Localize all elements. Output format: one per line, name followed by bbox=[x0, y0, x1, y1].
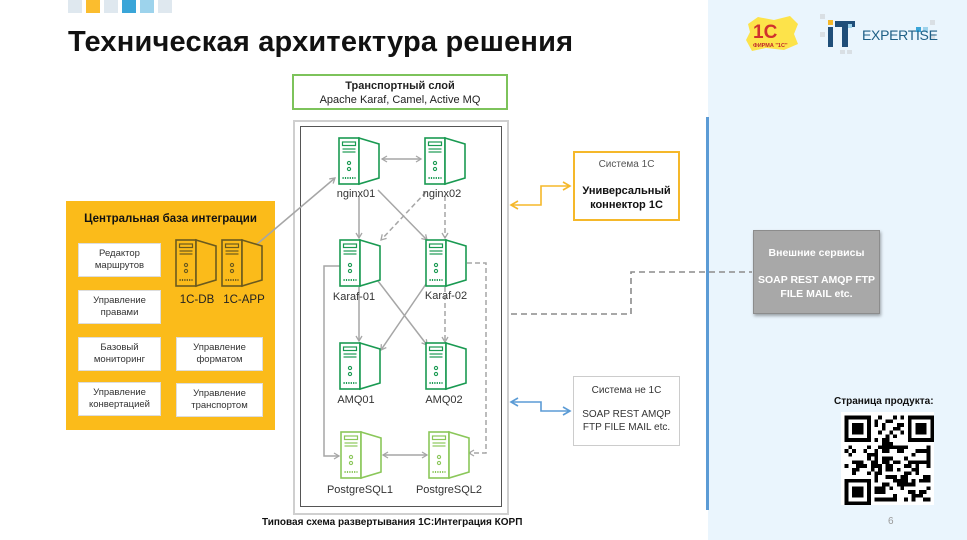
server-icon-amq01 bbox=[339, 341, 381, 391]
server-label-karaf01: Karaf-01 bbox=[332, 291, 376, 303]
link-karaf02-amq01 bbox=[380, 283, 427, 352]
server-label-1c-app: 1C-APP bbox=[223, 294, 265, 306]
link-cluster-system-non1c bbox=[509, 397, 572, 416]
link-1capp-nginx01 bbox=[255, 177, 336, 246]
external-services-protocols: SOAP REST AMQP FTP FILE MAIL etc. bbox=[757, 274, 876, 300]
decor-square bbox=[104, 0, 118, 13]
server-icon-karaf01 bbox=[339, 238, 381, 288]
it-expertise-logo bbox=[820, 14, 935, 54]
server-icon-1c-db bbox=[175, 238, 217, 288]
module-basic-monitoring: Базовый мониторинг bbox=[78, 337, 161, 371]
link-karaf02-postgresql2 bbox=[467, 262, 487, 457]
server-icon-nginx01 bbox=[338, 136, 380, 186]
module-rights-management: Управление правами bbox=[78, 290, 161, 324]
decor-squares bbox=[68, 0, 172, 13]
module-format-management: Управление форматом bbox=[176, 337, 263, 371]
server-icon-karaf02 bbox=[425, 238, 467, 288]
external-services-title: Внешние сервисы bbox=[768, 247, 865, 259]
server-label-nginx02: nginx02 bbox=[422, 188, 462, 200]
svg-text:1С: 1С bbox=[753, 22, 778, 43]
svg-text:ФИРМА "1С": ФИРМА "1С" bbox=[753, 43, 788, 49]
module-route-editor: Редактор маршрутов bbox=[78, 243, 161, 277]
server-icon-1c-app bbox=[221, 238, 263, 288]
system-non1c-protocols: SOAP REST AMQP FTP FILE MAIL etc. bbox=[582, 409, 671, 433]
server-icon-postgresql1 bbox=[340, 430, 382, 480]
decor-square bbox=[86, 0, 100, 13]
link-karaf01-amq02 bbox=[377, 280, 428, 347]
server-label-amq01: AMQ01 bbox=[337, 394, 375, 406]
server-label-amq02: AMQ02 bbox=[425, 394, 463, 406]
central-integration-base: Центральная база интеграции Редактор мар… bbox=[66, 201, 275, 430]
boundary-line bbox=[706, 117, 709, 510]
module-conversion-management: Управление конвертацией bbox=[78, 382, 161, 416]
cluster-inner-frame bbox=[300, 126, 502, 507]
system-non1c-box: Система не 1С SOAP REST AMQP FTP FILE MA… bbox=[573, 376, 680, 446]
system-1c-label: Система 1С bbox=[598, 159, 655, 170]
it-expertise-text: EXPERTISE bbox=[862, 27, 938, 43]
server-label-karaf02: Karaf-02 bbox=[424, 290, 468, 302]
server-label-postgresql1: PostgreSQL1 bbox=[326, 484, 394, 496]
external-services-box: Внешние сервисы SOAP REST AMQP FTP FILE … bbox=[753, 230, 880, 314]
server-label-1c-db: 1C-DB bbox=[179, 294, 215, 306]
decor-square bbox=[158, 0, 172, 13]
transport-layer-box: Транспортный слой Apache Karaf, Camel, A… bbox=[292, 74, 508, 110]
link-cluster-external-services bbox=[511, 271, 752, 315]
transport-layer-title: Транспортный слой bbox=[345, 80, 455, 92]
cluster-outer-frame bbox=[293, 120, 509, 515]
link-nginx02-karaf01 bbox=[380, 191, 427, 241]
system-1c-box: Система 1С Универсальный коннектор 1С bbox=[573, 151, 680, 221]
server-icon-postgresql2 bbox=[428, 430, 470, 480]
server-icon-amq02 bbox=[425, 341, 467, 391]
qr-label: Страница продукта: bbox=[834, 396, 934, 407]
link-cluster-system1c bbox=[509, 181, 572, 210]
server-icon-nginx02 bbox=[424, 136, 466, 186]
transport-layer-subtitle: Apache Karaf, Camel, Active MQ bbox=[319, 94, 481, 106]
link-nginx01-karaf02 bbox=[377, 189, 428, 241]
link-karaf01-postgresql1 bbox=[323, 265, 341, 460]
decor-square bbox=[68, 0, 82, 13]
decor-square bbox=[140, 0, 154, 13]
system-1c-connector-name: Универсальный коннектор 1С bbox=[582, 185, 671, 211]
qr-code-icon[interactable] bbox=[841, 412, 934, 505]
diagram-caption: Типовая схема развертывания 1С:Интеграци… bbox=[262, 517, 523, 528]
system-non1c-label: Система не 1С bbox=[591, 385, 662, 396]
server-label-postgresql2: PostgreSQL2 bbox=[415, 484, 483, 496]
firma-1c-logo: 1С ФИРМА "1С" bbox=[746, 16, 798, 51]
module-transport-management: Управление транспортом bbox=[176, 383, 263, 417]
decor-square bbox=[122, 0, 136, 13]
page-title: Техническая архитектура решения bbox=[68, 26, 574, 58]
server-label-nginx01: nginx01 bbox=[336, 188, 376, 200]
central-base-title: Центральная база интеграции bbox=[84, 213, 257, 225]
page-number: 6 bbox=[888, 516, 894, 527]
